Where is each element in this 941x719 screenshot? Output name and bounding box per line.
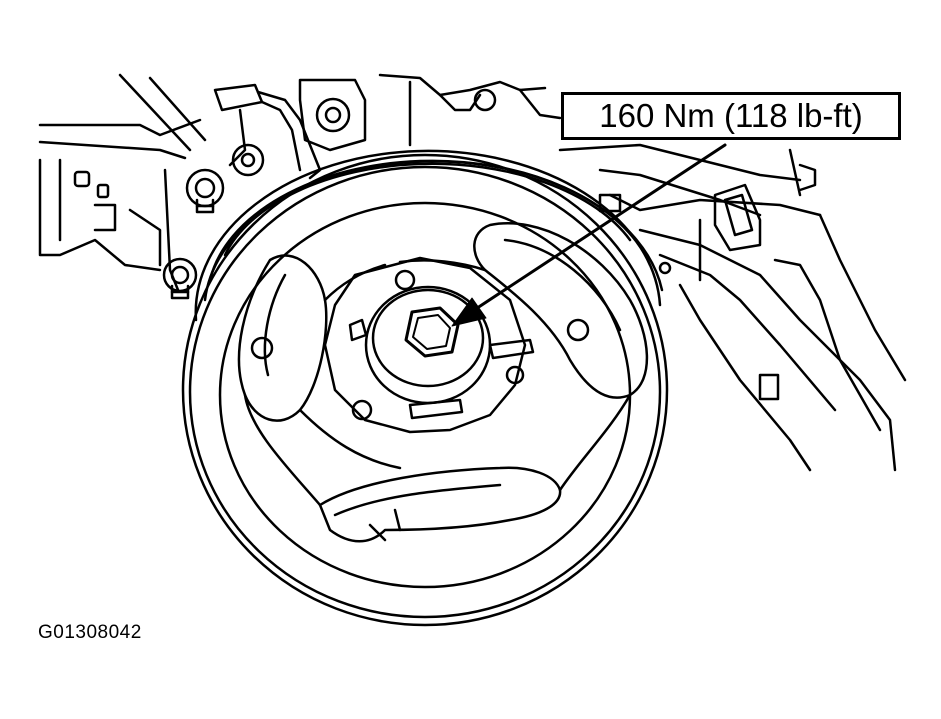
crankshaft-pulley bbox=[183, 151, 667, 625]
engine-block-left bbox=[40, 75, 205, 290]
pulley-hub-plate bbox=[325, 258, 525, 432]
torque-spec-label: 160 Nm (118 lb-ft) bbox=[561, 92, 901, 140]
crankshaft-bolt bbox=[406, 308, 458, 356]
bracket-top bbox=[215, 80, 365, 178]
pulley-hub-boss bbox=[366, 287, 490, 403]
stud-lower-left bbox=[164, 259, 196, 298]
pulley-window-bottom bbox=[320, 468, 560, 542]
figure-id-label: G01308042 bbox=[38, 622, 142, 643]
engine-housing-top bbox=[380, 75, 560, 145]
callout-leader-arrow bbox=[452, 145, 725, 326]
bolt-hex-head bbox=[406, 308, 458, 356]
stud-upper-left bbox=[187, 170, 223, 212]
engine-structure-right bbox=[560, 145, 905, 470]
